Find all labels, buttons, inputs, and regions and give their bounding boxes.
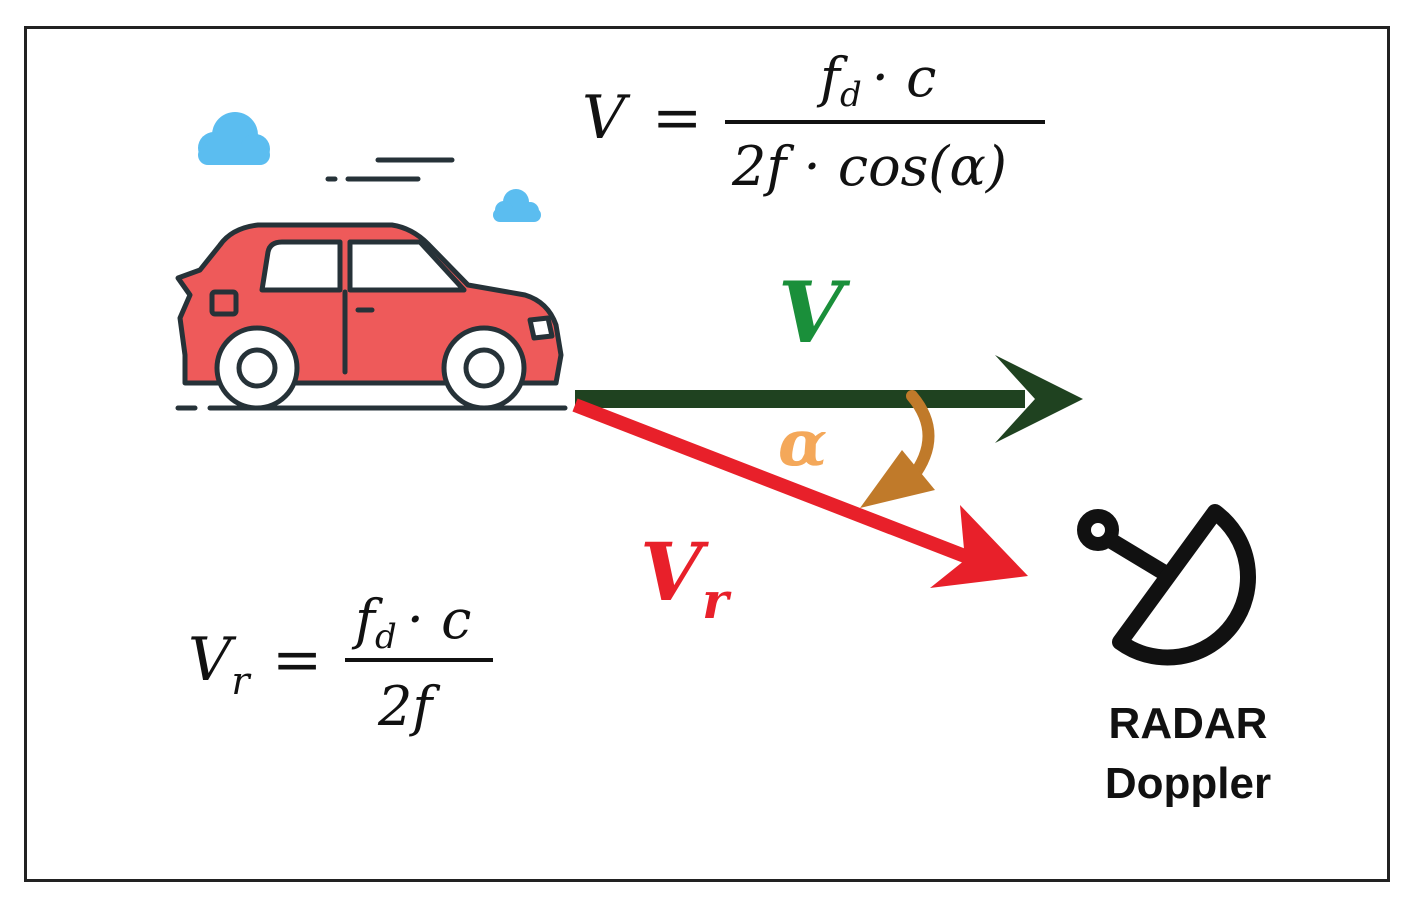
cloud-small-icon bbox=[493, 189, 541, 222]
velocity-label: V bbox=[778, 263, 851, 362]
formula-velocity-lhs: V bbox=[582, 83, 631, 153]
angle-label: α bbox=[778, 406, 827, 481]
radial-velocity-arrow bbox=[572, 398, 1028, 588]
cloud-large-icon bbox=[198, 112, 270, 165]
radar-label-line1: RADAR bbox=[1109, 699, 1268, 748]
formula-velocity-denominator: 2f · cos(α) bbox=[731, 135, 1007, 198]
radial-velocity-label: Vr bbox=[640, 525, 732, 630]
formula-velocity-numerator: fd· c bbox=[816, 46, 936, 115]
formula-radial-lhs: Vr bbox=[188, 625, 252, 703]
formula-radial-denominator: 2f bbox=[377, 675, 440, 738]
radar-dish-icon bbox=[1077, 504, 1256, 666]
car-icon bbox=[175, 222, 568, 411]
formula-radial-velocity: Vr = fd· c 2f bbox=[188, 588, 493, 738]
diagram-frame bbox=[24, 26, 1390, 882]
formula-velocity-equals: = bbox=[652, 83, 702, 153]
angle-arc-arrow bbox=[860, 390, 935, 508]
speed-lines-icon bbox=[325, 157, 455, 182]
formula-radial-numerator: fd· c bbox=[351, 588, 471, 657]
velocity-arrow bbox=[575, 355, 1083, 443]
radar-label-line2: Doppler bbox=[1105, 759, 1271, 808]
formula-velocity: V = fd· c 2f · cos(α) bbox=[582, 46, 1045, 198]
formula-radial-equals: = bbox=[272, 625, 322, 695]
